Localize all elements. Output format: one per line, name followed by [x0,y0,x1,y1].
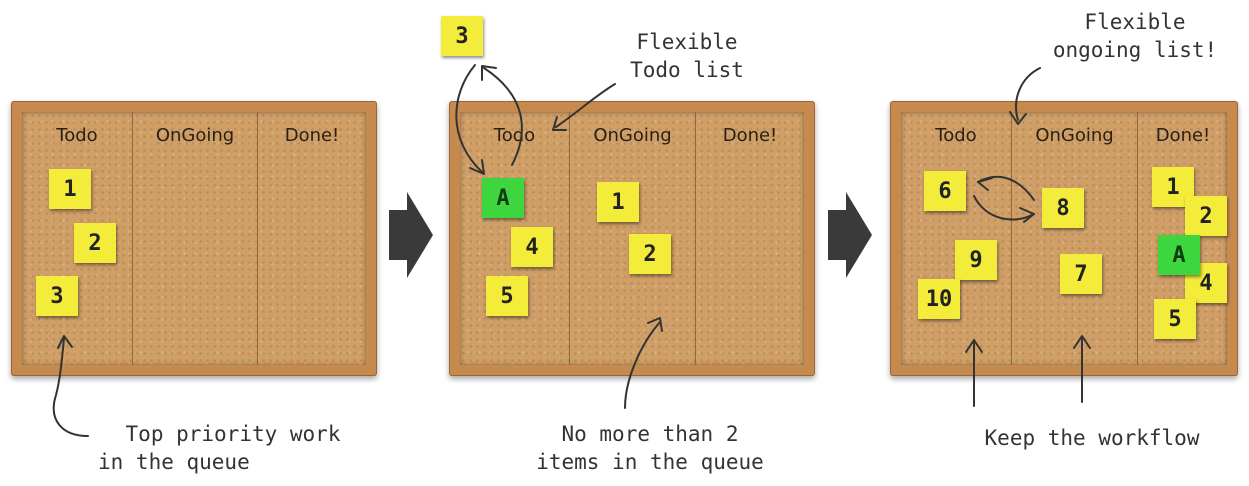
column-divider [1011,112,1012,365]
column-header-todo: Todo [493,125,536,146]
column-divider [132,112,133,365]
annotation-flexible-todo: Flexible Todo list [612,28,762,84]
sticky-note: 2 [629,234,671,274]
annotation-keep-workflow: Keep the workflow [984,426,1200,450]
annotation-flexible-ongoing: Flexible ongoing list! [1025,8,1245,64]
annotation-line: items in the queue [536,450,764,474]
sticky-note: 10 [918,279,960,319]
column-divider [1137,112,1138,365]
column-divider [569,112,570,365]
flow-arrow-icon [828,192,872,278]
column-header-ongoing: OnGoing [1035,125,1114,146]
column-divider [695,112,696,365]
column-header-ongoing: OnGoing [593,125,672,146]
sticky-note: 1 [597,182,639,222]
annotation-line: Flexible [636,30,738,54]
sticky-note: 1 [1152,167,1194,207]
sticky-note: 4 [511,227,553,267]
annotation-no-more-than-2: No more than 2 items in the queue [500,420,800,476]
column-header-done: Done! [284,125,340,146]
sticky-note: 3 [36,276,78,316]
sticky-note-priority: A [1158,235,1200,275]
column-header-done: Done! [1155,125,1211,146]
column-header-done: Done! [722,125,778,146]
column-header-ongoing: OnGoing [155,125,235,146]
annotation-top-priority: Top priority work in the queue [88,420,378,476]
sticky-note: 5 [1154,299,1196,339]
sticky-note: 9 [955,240,997,280]
annotation-line: No more than 2 [561,422,739,446]
sticky-note: 1 [49,169,91,209]
sticky-note: 6 [924,171,966,211]
board-1: Todo OnGoing Done! 1 2 3 [11,101,377,376]
board-3: Todo OnGoing Done! 6 9 10 8 7 1 2 4 A 5 [890,101,1238,376]
sticky-note-priority: A [482,178,524,218]
sticky-note-floating: 3 [441,16,483,56]
annotation-line: Todo list [630,58,744,82]
sticky-note: 5 [486,276,528,316]
column-header-todo: Todo [935,125,977,146]
sticky-note: 8 [1042,188,1084,228]
annotation-line: ongoing list! [1052,38,1218,62]
sticky-note: 4 [1185,263,1227,303]
annotation-line: Top priority work [125,422,341,446]
sticky-note: 2 [1185,196,1227,236]
flow-arrow-icon [389,192,433,278]
sticky-note: 2 [74,223,116,263]
annotation-line: Flexible [1084,10,1186,34]
annotation-line: in the queue [98,450,250,474]
board-2: Todo OnGoing Done! A 4 5 1 2 [449,101,815,376]
sticky-note: 7 [1060,254,1102,294]
column-header-todo: Todo [56,125,98,146]
column-divider [257,112,258,365]
